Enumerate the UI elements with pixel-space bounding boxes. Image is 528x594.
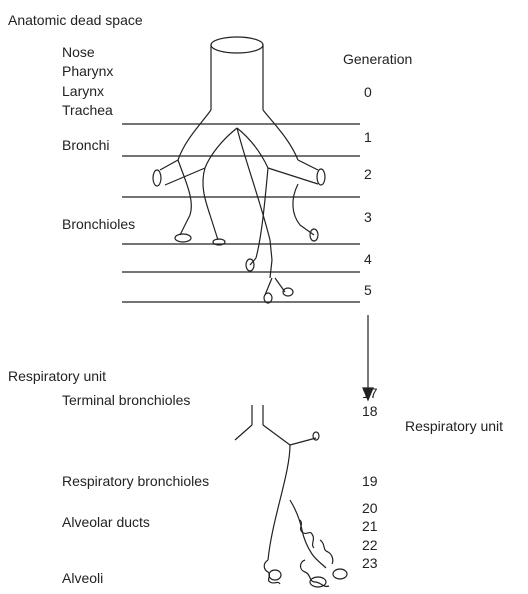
generation-number: 3 [364,209,372,225]
section-title-respiratory-unit: Respiratory unit [8,368,106,384]
generation-number: 21 [362,518,378,534]
label-terminal-bronchioles: Terminal bronchioles [62,392,190,408]
branch [203,168,210,215]
generation-number: 2 [364,166,372,182]
branch-end [153,170,161,186]
branch [290,438,316,445]
branch [268,168,318,184]
alveoli [301,560,330,586]
generation-number: 0 [364,84,372,100]
generation-number: 17 [362,385,378,401]
label-bronchioles: Bronchioles [62,216,135,232]
alveolus [269,570,281,580]
branch-end [313,432,319,440]
label-bronchi: Bronchi [62,137,109,153]
branch [270,260,272,278]
bronchus-left [178,110,211,160]
branch [263,425,290,445]
label-alveolar-ducts: Alveolar ducts [62,514,150,530]
generation-number: 18 [362,403,378,419]
branch [180,215,190,235]
generation-number: 5 [364,282,372,298]
branch [210,215,218,240]
trachea-opening [211,37,263,53]
branch [270,240,272,260]
label-nose: Nose [62,44,95,60]
generation-number: 23 [362,555,378,571]
section-title-dead-space: Anatomic dead space [8,12,143,28]
branch [235,425,252,440]
branch-end [317,169,325,185]
alveoli [290,500,326,568]
label-larynx: Larynx [62,83,104,99]
branch [293,184,300,225]
branch-end [175,234,191,242]
bronchus-right [263,110,298,160]
generation-number: 22 [362,537,378,553]
generation-header: Generation [343,51,412,67]
label-respiratory-bronchioles: Respiratory bronchioles [62,473,209,489]
bronchus-left-inner [205,128,237,168]
bronchus-right-inner [237,128,268,168]
branch [298,160,318,170]
branch [280,445,290,500]
generation-number: 4 [364,251,372,267]
label-alveoli: Alveoli [62,570,103,586]
generation-number: 1 [364,129,372,145]
respiratory-unit-side-label: Respiratory unit [405,418,503,434]
alveoli [264,560,280,584]
label-pharynx: Pharynx [62,63,113,79]
alveoli [320,540,333,564]
generation-number: 20 [362,500,378,516]
branch [268,500,280,560]
label-trachea: Trachea [62,102,113,118]
branch [160,160,178,170]
generation-number: 19 [362,473,378,489]
alveolus [333,569,347,579]
branch [178,160,191,215]
branch [165,168,205,185]
